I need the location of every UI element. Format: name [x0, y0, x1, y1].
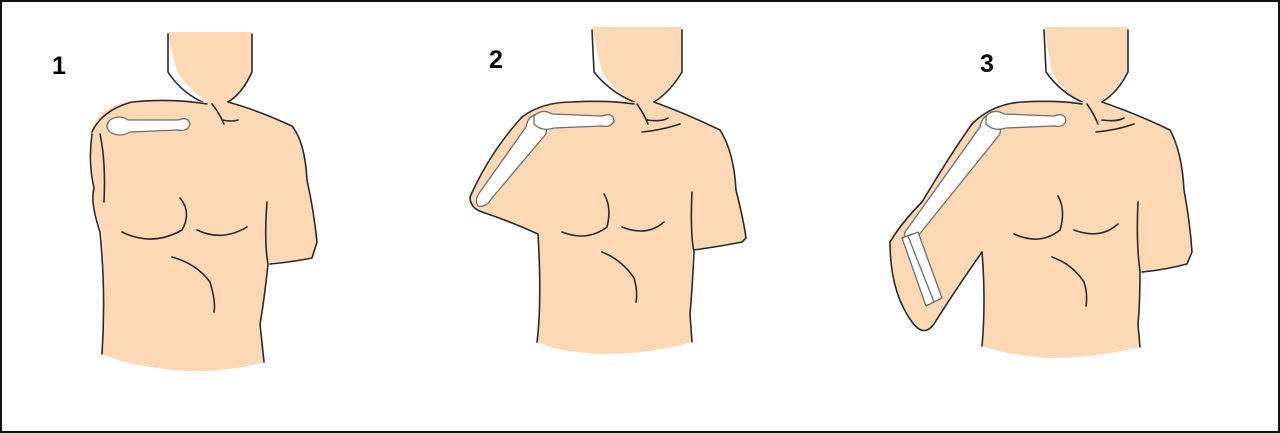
panel-3: 3: [882, 2, 1278, 431]
panel-1: 1: [2, 2, 382, 431]
torso-figure-3: [882, 2, 1278, 431]
torso-1: [91, 101, 317, 371]
torso-3: [890, 101, 1192, 358]
torso-figure-2: [442, 2, 842, 431]
torso-figure-1: [2, 2, 382, 431]
torso-2: [470, 101, 746, 354]
panel-2: 2: [442, 2, 842, 431]
